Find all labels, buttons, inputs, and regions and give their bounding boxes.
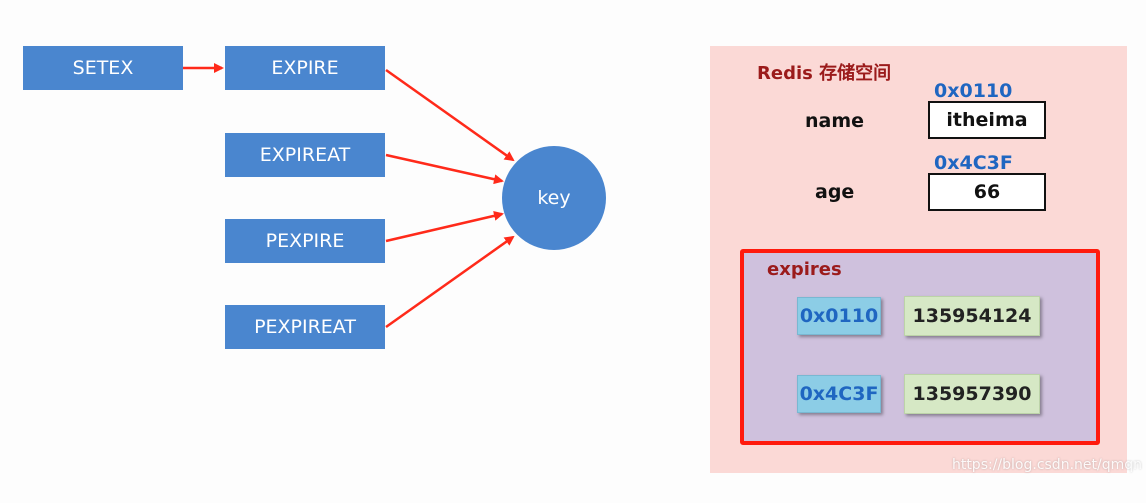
arrow-pexpireat-to-key <box>385 235 515 329</box>
command-expire: EXPIRE <box>225 46 385 90</box>
age-value-box: 66 <box>928 173 1046 211</box>
storage-panel-title: Redis 存储空间 <box>757 63 892 84</box>
command-pexpire: PEXPIRE <box>225 219 385 263</box>
expires-address-1: 0x0110 <box>797 297 881 335</box>
arrow-expire-to-key <box>385 68 515 162</box>
key-node: key <box>502 146 606 250</box>
command-pexpire-label: PEXPIRE <box>265 230 345 252</box>
age-value: 66 <box>973 181 1001 203</box>
name-address: 0x0110 <box>934 80 1013 102</box>
command-setex: SETEX <box>23 46 183 90</box>
command-pexpireat-label: PEXPIREAT <box>254 316 356 338</box>
command-setex-label: SETEX <box>72 57 134 79</box>
command-expire-label: EXPIRE <box>271 57 339 79</box>
name-value-box: itheima <box>928 101 1046 139</box>
age-field-label: age <box>815 181 855 203</box>
age-address: 0x4C3F <box>934 152 1013 174</box>
command-expireat: EXPIREAT <box>225 133 385 177</box>
expires-address-2-text: 0x4C3F <box>799 383 879 405</box>
command-pexpireat: PEXPIREAT <box>225 305 385 349</box>
expires-time-2-text: 135957390 <box>912 383 1032 405</box>
arrow-pexpire-to-key <box>385 210 504 243</box>
expires-address-2: 0x4C3F <box>797 375 881 413</box>
name-field-label: name <box>805 110 865 132</box>
arrow-expireat-to-key <box>385 153 504 185</box>
expires-time-1-text: 135954124 <box>912 305 1032 327</box>
name-value: itheima <box>946 109 1028 131</box>
expires-time-2: 135957390 <box>904 374 1040 414</box>
expires-title: expires <box>767 259 842 280</box>
watermark: https://blog.csdn.net/qmqn <box>951 457 1142 473</box>
expires-address-1-text: 0x0110 <box>799 305 879 327</box>
expires-time-1: 135954124 <box>904 296 1040 336</box>
command-expireat-label: EXPIREAT <box>259 144 351 166</box>
key-node-label: key <box>537 187 571 209</box>
